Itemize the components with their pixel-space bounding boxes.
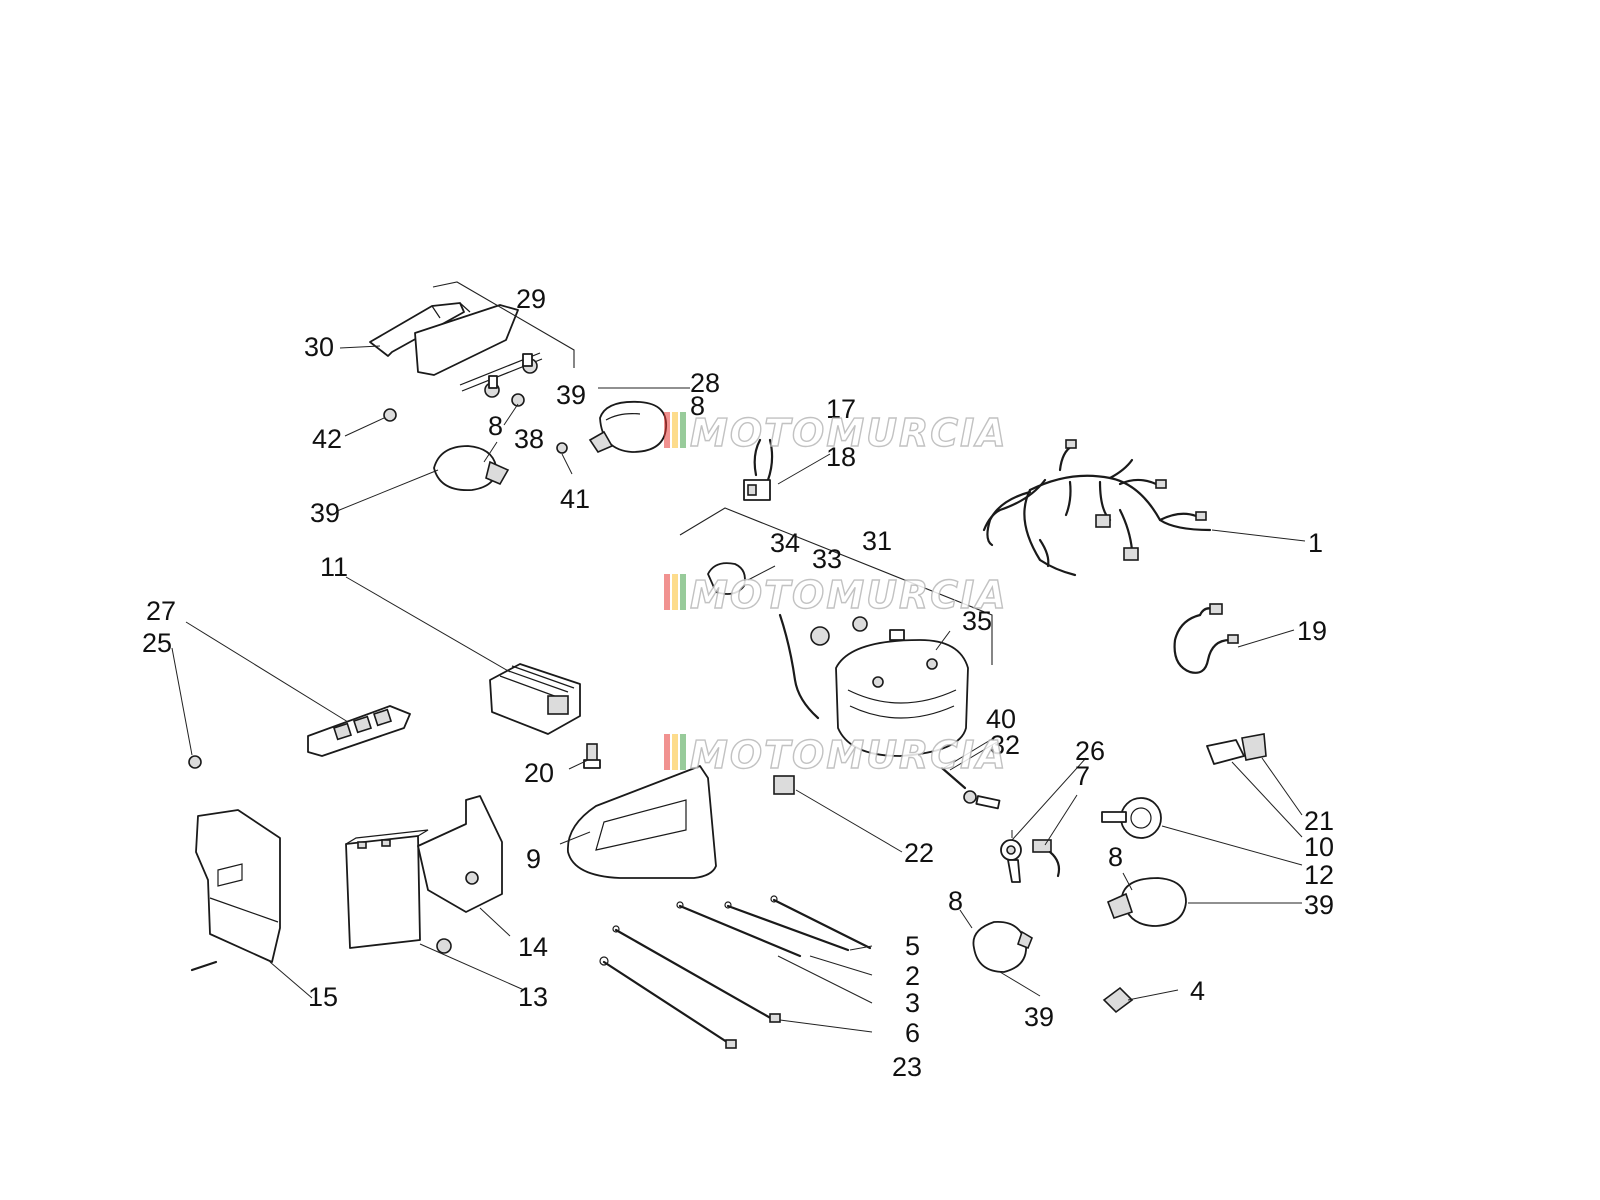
callout-2: 2 [905, 961, 920, 991]
callout-8-rear-right: 8 [690, 391, 705, 421]
callout-34: 34 [770, 528, 800, 558]
callout-29: 29 [516, 284, 546, 314]
tail-light-assembly [369, 302, 543, 407]
callout-22: 22 [904, 838, 934, 868]
fuse-plate [307, 705, 411, 757]
watermark-2: MOTOMURCIA [664, 572, 1008, 618]
watermark-text-2: MOTOMURCIA [690, 573, 1008, 617]
callout-41: 41 [560, 484, 590, 514]
screw-40 [940, 766, 1001, 810]
callout-8-front-left: 8 [948, 886, 963, 916]
callout-38: 38 [514, 424, 544, 454]
horn [1101, 797, 1162, 839]
callout-39-rear-left: 39 [310, 498, 340, 528]
callout-23: 23 [892, 1052, 922, 1082]
callout-18: 18 [826, 442, 856, 472]
group-brackets [432, 281, 993, 665]
callout-12: 12 [1304, 860, 1334, 890]
callout-39-front-right: 39 [1304, 890, 1334, 920]
wiring-harness [982, 439, 1212, 577]
callout-31: 31 [862, 526, 892, 556]
callout-11: 11 [320, 552, 348, 582]
watermark-text-1: MOTOMURCIA [690, 411, 1008, 455]
callout-26: 26 [1075, 736, 1105, 766]
callout-4: 4 [1190, 976, 1205, 1006]
cable-19 [1173, 603, 1239, 674]
battery-box [417, 795, 503, 913]
callout-35: 35 [962, 606, 992, 636]
rear-indicator-left [383, 408, 510, 491]
side-cover [567, 765, 717, 879]
callout-10: 10 [1304, 832, 1334, 862]
callout-21: 21 [1304, 806, 1334, 836]
callout-8-rear-left: 8 [488, 411, 503, 441]
watermark-1: MOTOMURCIA [664, 410, 1008, 456]
callout-30: 30 [304, 332, 334, 362]
relay [743, 438, 774, 501]
front-indicator-right [1106, 877, 1187, 927]
callout-27: 27 [146, 596, 176, 626]
sensor-20 [583, 743, 601, 769]
watermark-text-3: MOTOMURCIA [690, 733, 1008, 777]
callout-32: 32 [990, 730, 1020, 760]
rear-indicator-right [556, 400, 667, 454]
sensor-26 [1000, 839, 1061, 883]
callout-33: 33 [812, 544, 842, 574]
callout-28: 28 [690, 368, 720, 398]
callout-15: 15 [308, 982, 338, 1012]
watermark-3: MOTOMURCIA [664, 732, 1008, 778]
callout-19: 19 [1297, 616, 1327, 646]
callout-5: 5 [905, 931, 920, 961]
callout-7: 7 [1075, 761, 1090, 791]
callout-numbers: 1 2 3 4 5 6 7 8 8 8 8 9 10 11 12 13 14 1… [142, 284, 1334, 1082]
callout-1: 1 [1308, 528, 1323, 558]
callout-3: 3 [905, 988, 920, 1018]
callout-39-front-left: 39 [1024, 1002, 1054, 1032]
ground-cables [599, 895, 872, 1049]
headlight-assembly [707, 562, 969, 757]
switch-block [1206, 733, 1267, 765]
callout-9: 9 [526, 844, 541, 874]
callout-8-front-right: 8 [1108, 842, 1123, 872]
callout-13: 13 [518, 982, 548, 1012]
callout-20: 20 [524, 758, 554, 788]
battery [345, 829, 452, 954]
callout-40: 40 [986, 704, 1016, 734]
callout-14: 14 [518, 932, 548, 962]
callout-25: 25 [142, 628, 172, 658]
clip-22 [773, 775, 795, 795]
callout-42: 42 [312, 424, 342, 454]
front-indicator-left [972, 921, 1033, 973]
clamp-4 [1102, 986, 1134, 1014]
voltage-regulator [489, 663, 581, 735]
callout-6: 6 [905, 1018, 920, 1048]
screw-25 [188, 755, 202, 769]
callout-39-rear-right: 39 [556, 380, 586, 410]
callout-17: 17 [826, 394, 856, 424]
battery-bracket [190, 809, 281, 972]
leader-lines [171, 345, 1306, 1033]
